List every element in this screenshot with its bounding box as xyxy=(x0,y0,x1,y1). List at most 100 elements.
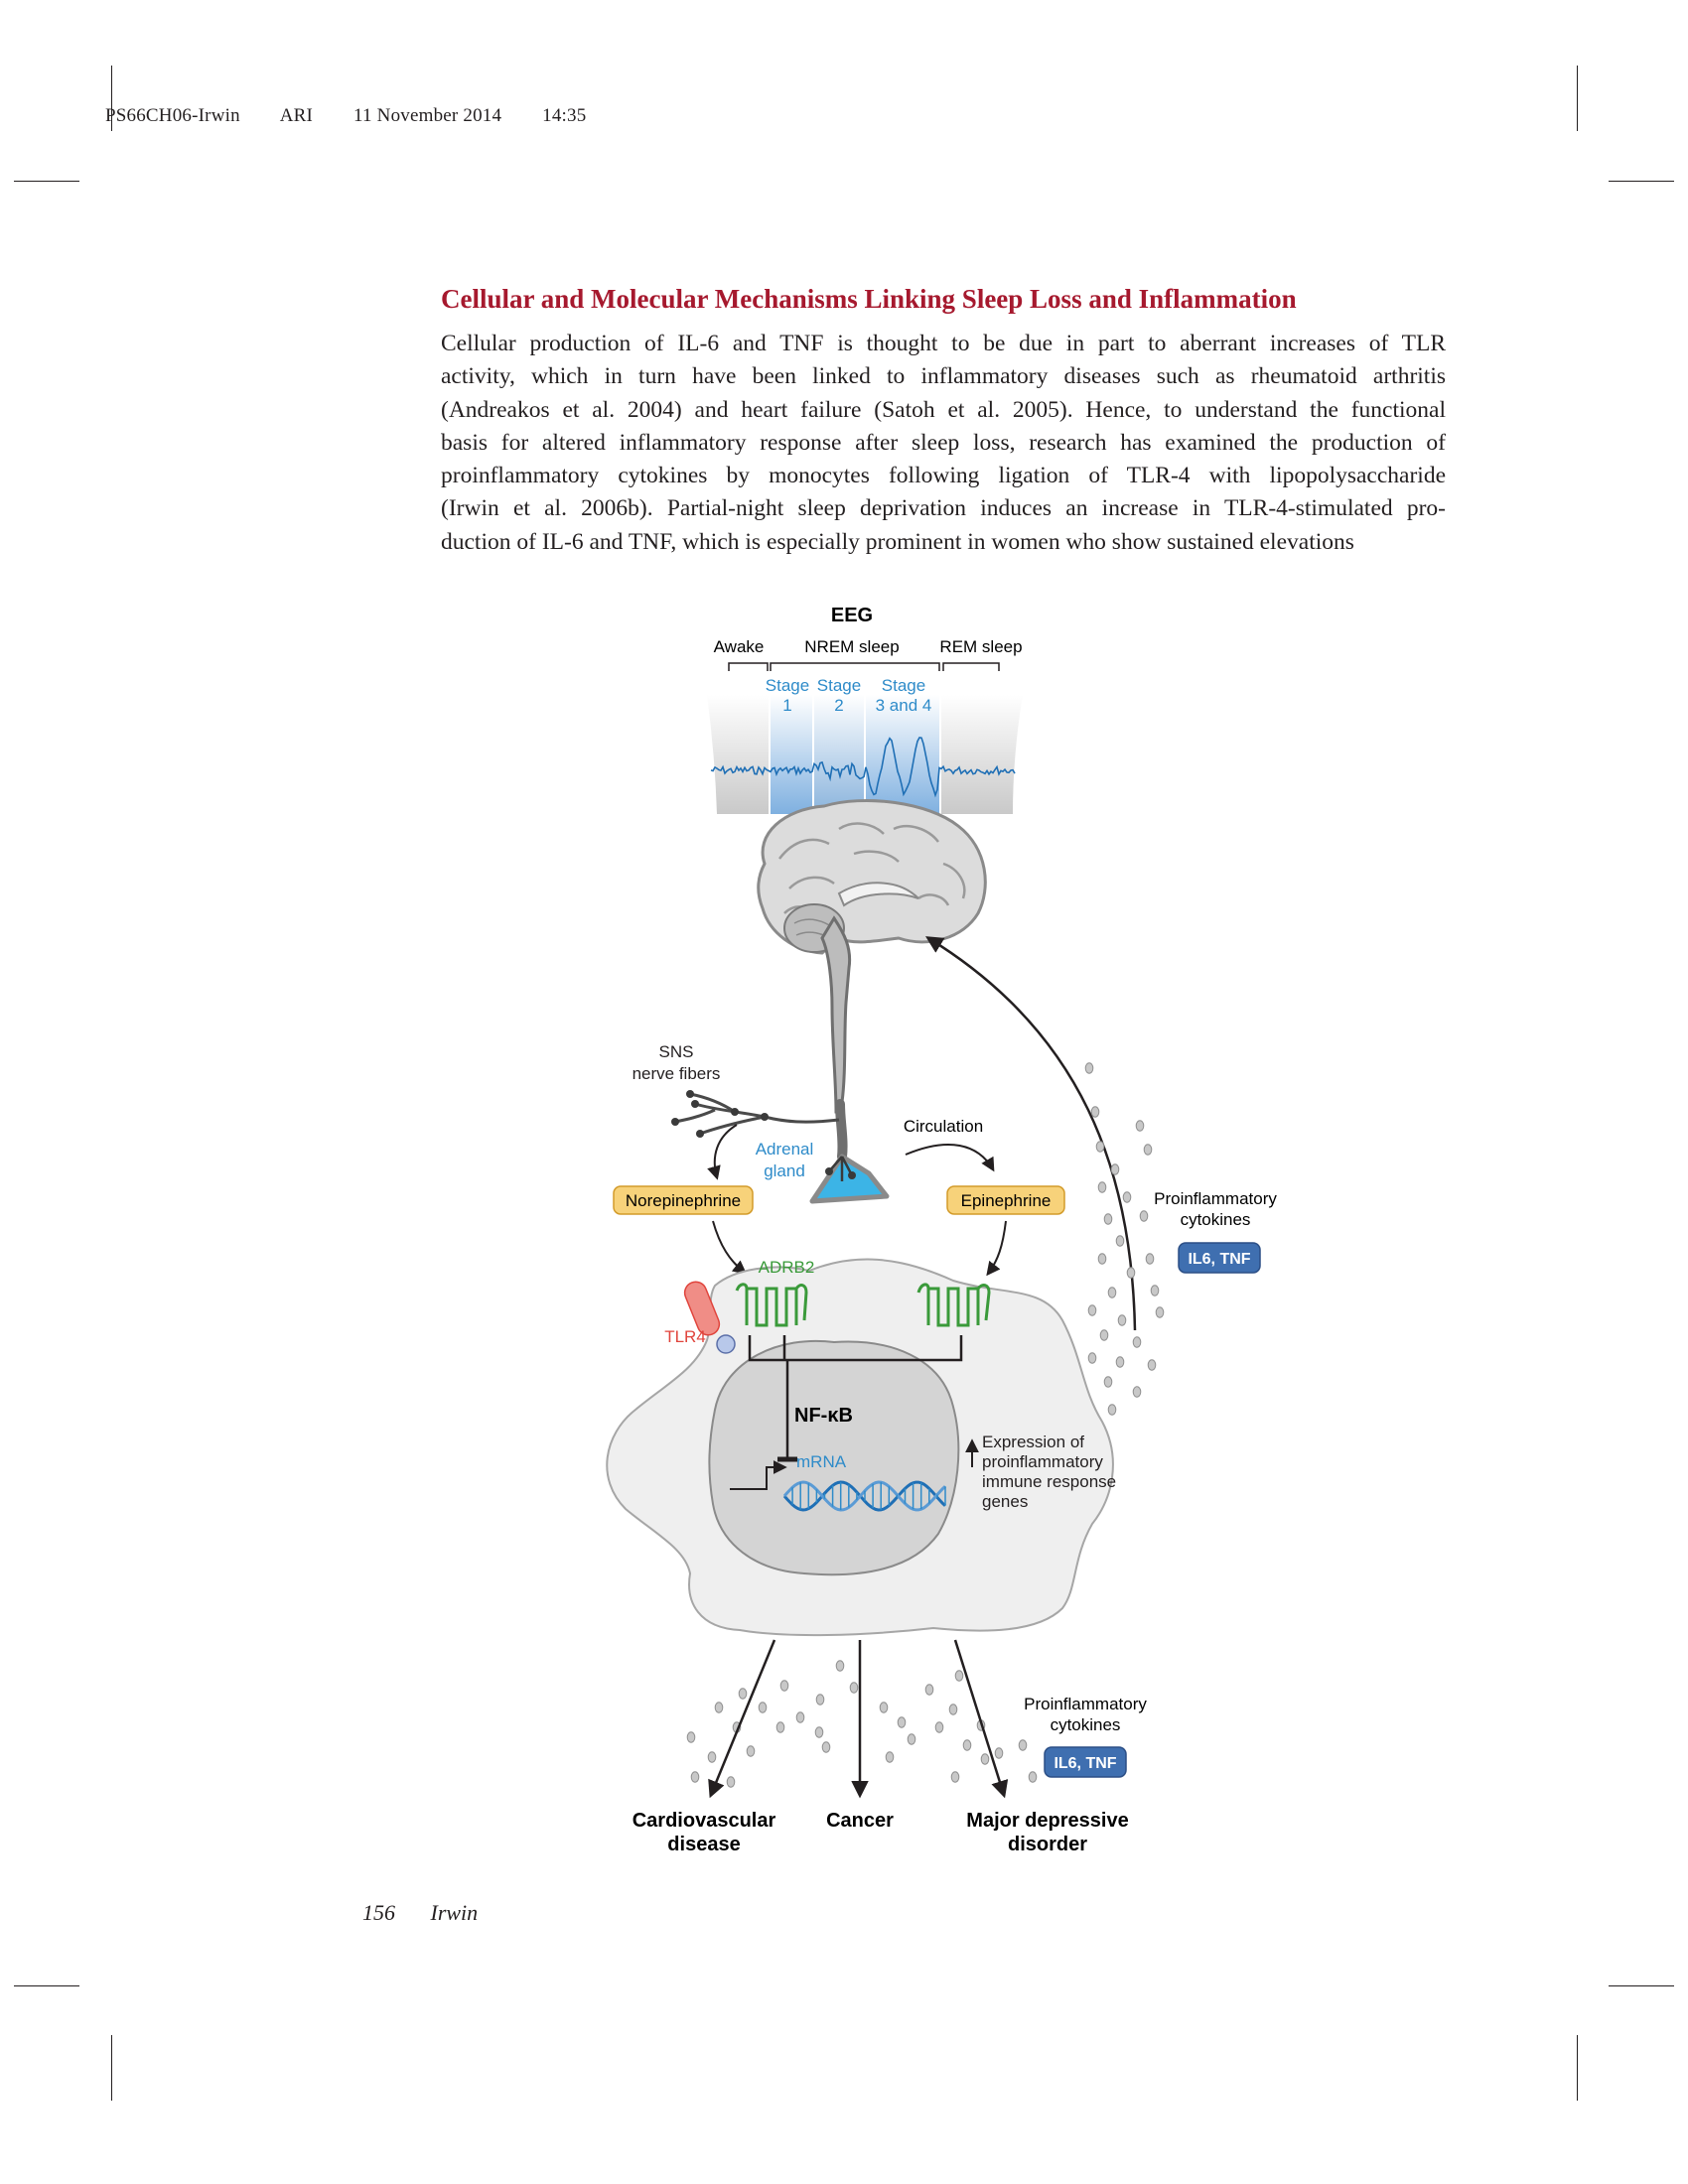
awake-label: Awake xyxy=(714,637,765,656)
cytokine-particle xyxy=(994,1747,1004,1759)
crop-mark xyxy=(111,66,112,131)
expression-label-line: Expression of xyxy=(982,1433,1084,1451)
crop-mark xyxy=(1577,66,1578,131)
cytokine-particle xyxy=(897,1716,907,1728)
cytokine-particle xyxy=(924,1684,934,1696)
cytokine-particle xyxy=(849,1682,859,1694)
cytokine-particle xyxy=(1090,1106,1100,1118)
cytokine-particle xyxy=(1097,1181,1107,1193)
feedback-arrow xyxy=(925,936,1137,1331)
cytokine-particle xyxy=(1110,1163,1120,1175)
cytokine-particle xyxy=(1095,1141,1105,1153)
paragraph-line: duction of IL-6 and TNF, which is especi… xyxy=(441,528,1354,555)
epinephrine-box xyxy=(946,1185,1065,1215)
adrenal-label-line: Adrenal xyxy=(756,1140,814,1159)
stage1-label: Stage 1 xyxy=(766,676,809,715)
cytokine-particle xyxy=(1135,1120,1145,1132)
paragraph-line: Cellular production of IL-6 and TNF is t… xyxy=(441,331,1446,356)
body-paragraph: Cellular production of IL-6 and TNF is t… xyxy=(441,328,1446,559)
footer-author: Irwin xyxy=(430,1900,479,1925)
spinal-cord xyxy=(835,1099,848,1161)
cytokine-particle xyxy=(934,1721,944,1733)
eeg-waveform xyxy=(710,737,1016,798)
cytokine-particle xyxy=(707,1751,717,1763)
cytokine-particle xyxy=(738,1688,748,1700)
tlr4-ligand xyxy=(716,1334,736,1354)
expression-label-line: immune response xyxy=(982,1472,1116,1491)
cytokine-particle xyxy=(1107,1287,1117,1298)
cytokine-particle xyxy=(815,1694,825,1706)
cytokine-particle xyxy=(1103,1213,1113,1225)
cytokine-particle xyxy=(1084,1062,1094,1074)
cytokine-particle xyxy=(879,1702,889,1713)
circulation-arrow xyxy=(905,1143,995,1172)
cytokine-particle xyxy=(1107,1404,1117,1416)
crop-mark xyxy=(14,181,79,182)
crop-mark xyxy=(14,1985,79,1986)
paragraph-line: basis for altered inflammatory response … xyxy=(441,429,1446,456)
cytokine-particle xyxy=(980,1753,990,1765)
cytokine-particle xyxy=(1150,1285,1160,1297)
cytokine-particles-lower xyxy=(686,1660,1038,1788)
cytokine-particle xyxy=(1122,1191,1132,1203)
cytokine-box-upper xyxy=(1178,1242,1261,1274)
cytokine-particle xyxy=(821,1741,831,1753)
paragraph-line: proinflammatory cytokines by monocytes f… xyxy=(441,463,1446,489)
paragraph-line: activity, which in turn have been linked… xyxy=(441,363,1446,390)
tlr4-receptor xyxy=(683,1281,721,1336)
outcome-cardio-line: Cardiovascular xyxy=(633,1810,776,1832)
outcome-depression-line: disorder xyxy=(1008,1834,1087,1855)
signal-bracket xyxy=(748,1335,963,1362)
nfkb-label: NF-κB xyxy=(794,1405,853,1427)
cytokine-particle xyxy=(690,1771,700,1783)
stage2-label-line: Stage xyxy=(817,676,861,695)
cytokine-particle xyxy=(907,1733,916,1745)
sns-nerve-fibers xyxy=(674,1092,840,1136)
stage1-label-line: Stage xyxy=(766,676,809,695)
outcome-cancer: Cancer xyxy=(826,1810,894,1832)
header-date: 11 November 2014 xyxy=(353,105,502,126)
cytokine-particle xyxy=(954,1670,964,1682)
section-title: Cellular and Molecular Mechanisms Linkin… xyxy=(441,284,1297,314)
page-footer: 156 Irwin xyxy=(362,1900,478,1926)
epi-to-receptor-arrow xyxy=(986,1220,1007,1277)
rem-label: REM sleep xyxy=(939,637,1022,656)
cytokines-label-upper: Proinflammatory cytokines xyxy=(1154,1189,1277,1229)
outcome-depression: Major depressive disorder xyxy=(966,1810,1128,1855)
cytokine-particles-upper xyxy=(1084,1062,1165,1416)
adrenal-label: Adrenal gland xyxy=(756,1140,814,1180)
cytokine-particle xyxy=(1018,1739,1028,1751)
crop-mark xyxy=(111,2035,112,2101)
stage34-label-line: Stage xyxy=(882,676,925,695)
crop-mark xyxy=(1609,181,1674,182)
dna-helix xyxy=(782,1480,946,1512)
cytokine-particle xyxy=(1115,1235,1125,1247)
nerve-ending-dot xyxy=(825,1167,833,1175)
nrem-bracket xyxy=(770,662,940,671)
cytokine-particle xyxy=(1155,1306,1165,1318)
expression-label-line: proinflammatory xyxy=(982,1452,1103,1471)
sns-label-line: SNS xyxy=(659,1042,694,1061)
cytokine-box-lower-label: IL6, TNF xyxy=(1054,1755,1116,1772)
expression-label-line: genes xyxy=(982,1492,1028,1511)
ne-to-receptor-arrow xyxy=(712,1220,748,1275)
sns-label-line: nerve fibers xyxy=(633,1064,721,1083)
sns-to-ne-arrow xyxy=(707,1124,738,1180)
adrb2-receptor-right xyxy=(916,1283,991,1327)
cytokines-label-line: Proinflammatory xyxy=(1024,1695,1147,1713)
brain-illustration xyxy=(757,798,987,1114)
cytokine-particle xyxy=(962,1739,972,1751)
eeg-title: EEG xyxy=(831,605,873,626)
adrenal-label-line: gland xyxy=(764,1161,805,1180)
arrow-to-depression xyxy=(953,1639,1009,1799)
circulation-label: Circulation xyxy=(904,1117,983,1136)
stage34-label-line: 3 and 4 xyxy=(876,696,932,715)
awake-bracket xyxy=(728,662,769,671)
stage2-label: Stage 2 xyxy=(817,676,861,715)
nerve-ending-dots xyxy=(671,1090,769,1138)
cytokine-particle xyxy=(714,1702,724,1713)
cytokine-particle xyxy=(758,1702,768,1713)
cytokine-particle xyxy=(814,1726,824,1738)
outcome-depression-line: Major depressive xyxy=(966,1810,1128,1832)
